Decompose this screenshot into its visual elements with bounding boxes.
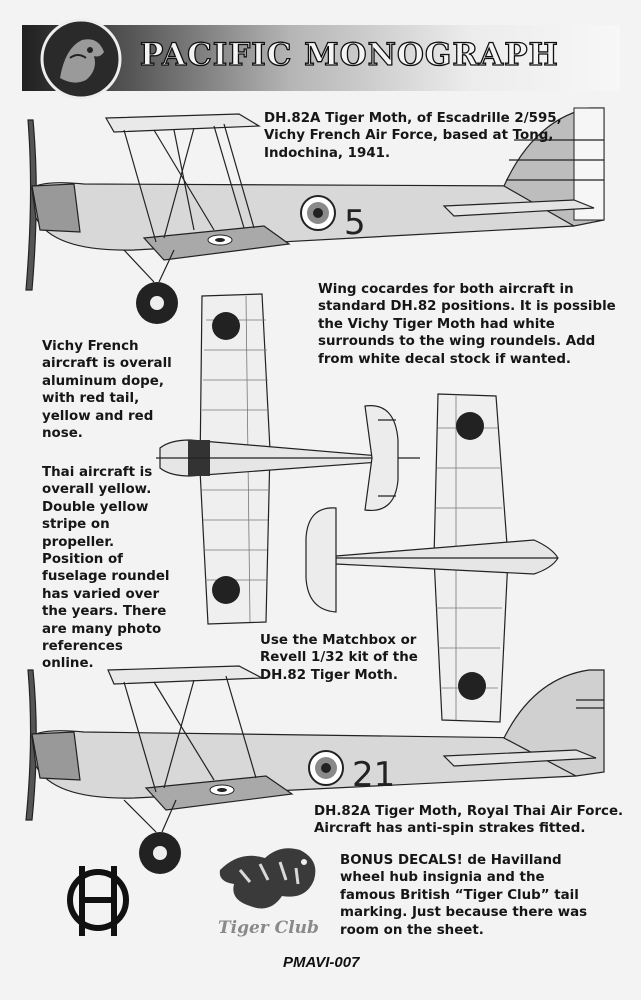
upper-surface-plan-view	[156, 293, 420, 625]
bonus-decals-note: BONUS DECALS! de Havilland wheel hub ins…	[340, 853, 588, 938]
tiger-club-emblem-icon	[219, 848, 316, 909]
top-aircraft-number: 5	[344, 203, 366, 243]
bottom-aircraft-caption: DH.82A Tiger Moth, Royal Thai Air Force.…	[314, 804, 624, 837]
bottom-aircraft-number: 21	[352, 755, 395, 795]
tiger-mascot-logo-icon	[40, 18, 122, 100]
product-code: PMAVI-007	[283, 954, 360, 971]
kit-recommendation-note: Use the Matchbox or Revell 1/32 kit of t…	[260, 633, 418, 683]
page-title: PACIFIC MONOGRAPH	[139, 36, 559, 73]
vichy-finish-note: Vichy French aircraft is overall aluminu…	[42, 339, 172, 442]
top-aircraft-side-view: 5	[25, 107, 605, 324]
top-aircraft-caption: DH.82A Tiger Moth, of Escadrille 2/595, …	[264, 111, 562, 161]
thai-finish-note: Thai aircraft is overall yellow. Double …	[42, 465, 170, 672]
lower-surface-plan-view	[305, 393, 559, 723]
dh-monogram-icon	[67, 866, 129, 936]
header-banner: PACIFIC MONOGRAPH	[22, 25, 620, 91]
bonus-decals-heading: BONUS DECALS!	[340, 853, 463, 868]
bottom-aircraft-side-view: 21	[25, 665, 605, 874]
wing-cocarde-note: Wing cocardes for both aircraft in stand…	[318, 282, 616, 367]
tiger-club-label: Tiger Club	[218, 918, 319, 938]
